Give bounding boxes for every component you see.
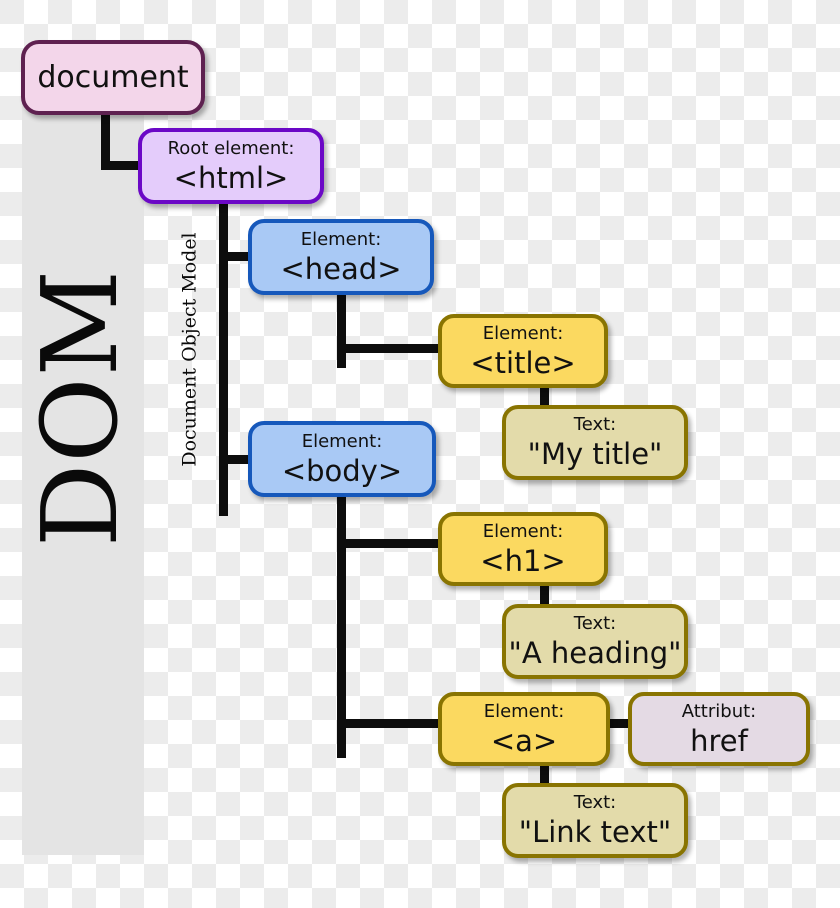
node-html[interactable]: Root element: <html> — [138, 128, 324, 204]
node-head[interactable]: Element: <head> — [248, 219, 434, 295]
connector-a-to-text — [540, 758, 549, 788]
node-head-value: <head> — [280, 251, 402, 286]
node-title-text-value: "My title" — [527, 437, 663, 471]
node-href-attribute[interactable]: Attribut: href — [628, 692, 810, 766]
node-h1-kind: Element: — [482, 520, 564, 542]
node-body-value: <body> — [281, 453, 403, 488]
node-href-kind: Attribut: — [681, 700, 757, 722]
connector-body-to-a — [337, 719, 445, 728]
node-a-text-kind: Text: — [573, 792, 617, 813]
dom-acronym-label: DOM — [19, 268, 141, 548]
node-head-kind: Element: — [300, 228, 382, 250]
node-body-kind: Element: — [301, 430, 383, 452]
connector-h1-to-text — [540, 579, 549, 609]
node-a-value: <a> — [490, 723, 558, 758]
node-a[interactable]: Element: <a> — [438, 692, 610, 766]
node-a-text-value: "Link text" — [518, 815, 672, 849]
connector-html-to-body — [219, 455, 259, 464]
node-document-value: document — [37, 59, 189, 95]
connector-a-to-href — [601, 719, 633, 728]
node-html-kind: Root element: — [167, 137, 295, 159]
connector-head-to-title — [337, 344, 445, 353]
node-h1-text[interactable]: Text: "A heading" — [502, 604, 688, 679]
connector-body-trunk — [337, 490, 346, 758]
node-a-text[interactable]: Text: "Link text" — [502, 783, 688, 858]
connector-head-trunk — [337, 290, 346, 368]
node-html-value: <html> — [173, 160, 289, 195]
node-document[interactable]: document — [21, 40, 205, 115]
node-href-value: href — [690, 723, 748, 758]
connector-title-to-text — [540, 380, 549, 410]
node-title-value: <title> — [470, 345, 576, 380]
connector-document-to-html — [101, 110, 110, 170]
node-title[interactable]: Element: <title> — [438, 314, 608, 388]
node-h1-text-kind: Text: — [573, 613, 617, 634]
node-title-text[interactable]: Text: "My title" — [502, 405, 688, 480]
node-title-kind: Element: — [482, 322, 564, 344]
connector-html-trunk — [219, 200, 228, 516]
dom-expansion-label: Document Object Model — [178, 232, 201, 467]
connector-html-to-head — [219, 252, 259, 261]
node-h1-value: <h1> — [480, 543, 566, 578]
node-h1-text-value: "A heading" — [508, 636, 682, 670]
node-body[interactable]: Element: <body> — [248, 421, 436, 497]
connector-document-to-html-arm — [101, 161, 147, 170]
node-h1[interactable]: Element: <h1> — [438, 512, 608, 586]
node-a-kind: Element: — [483, 700, 565, 722]
node-title-text-kind: Text: — [573, 414, 617, 435]
connector-body-to-h1 — [337, 539, 445, 548]
dom-sidebar-band: DOM Document Object Model — [19, 90, 201, 855]
